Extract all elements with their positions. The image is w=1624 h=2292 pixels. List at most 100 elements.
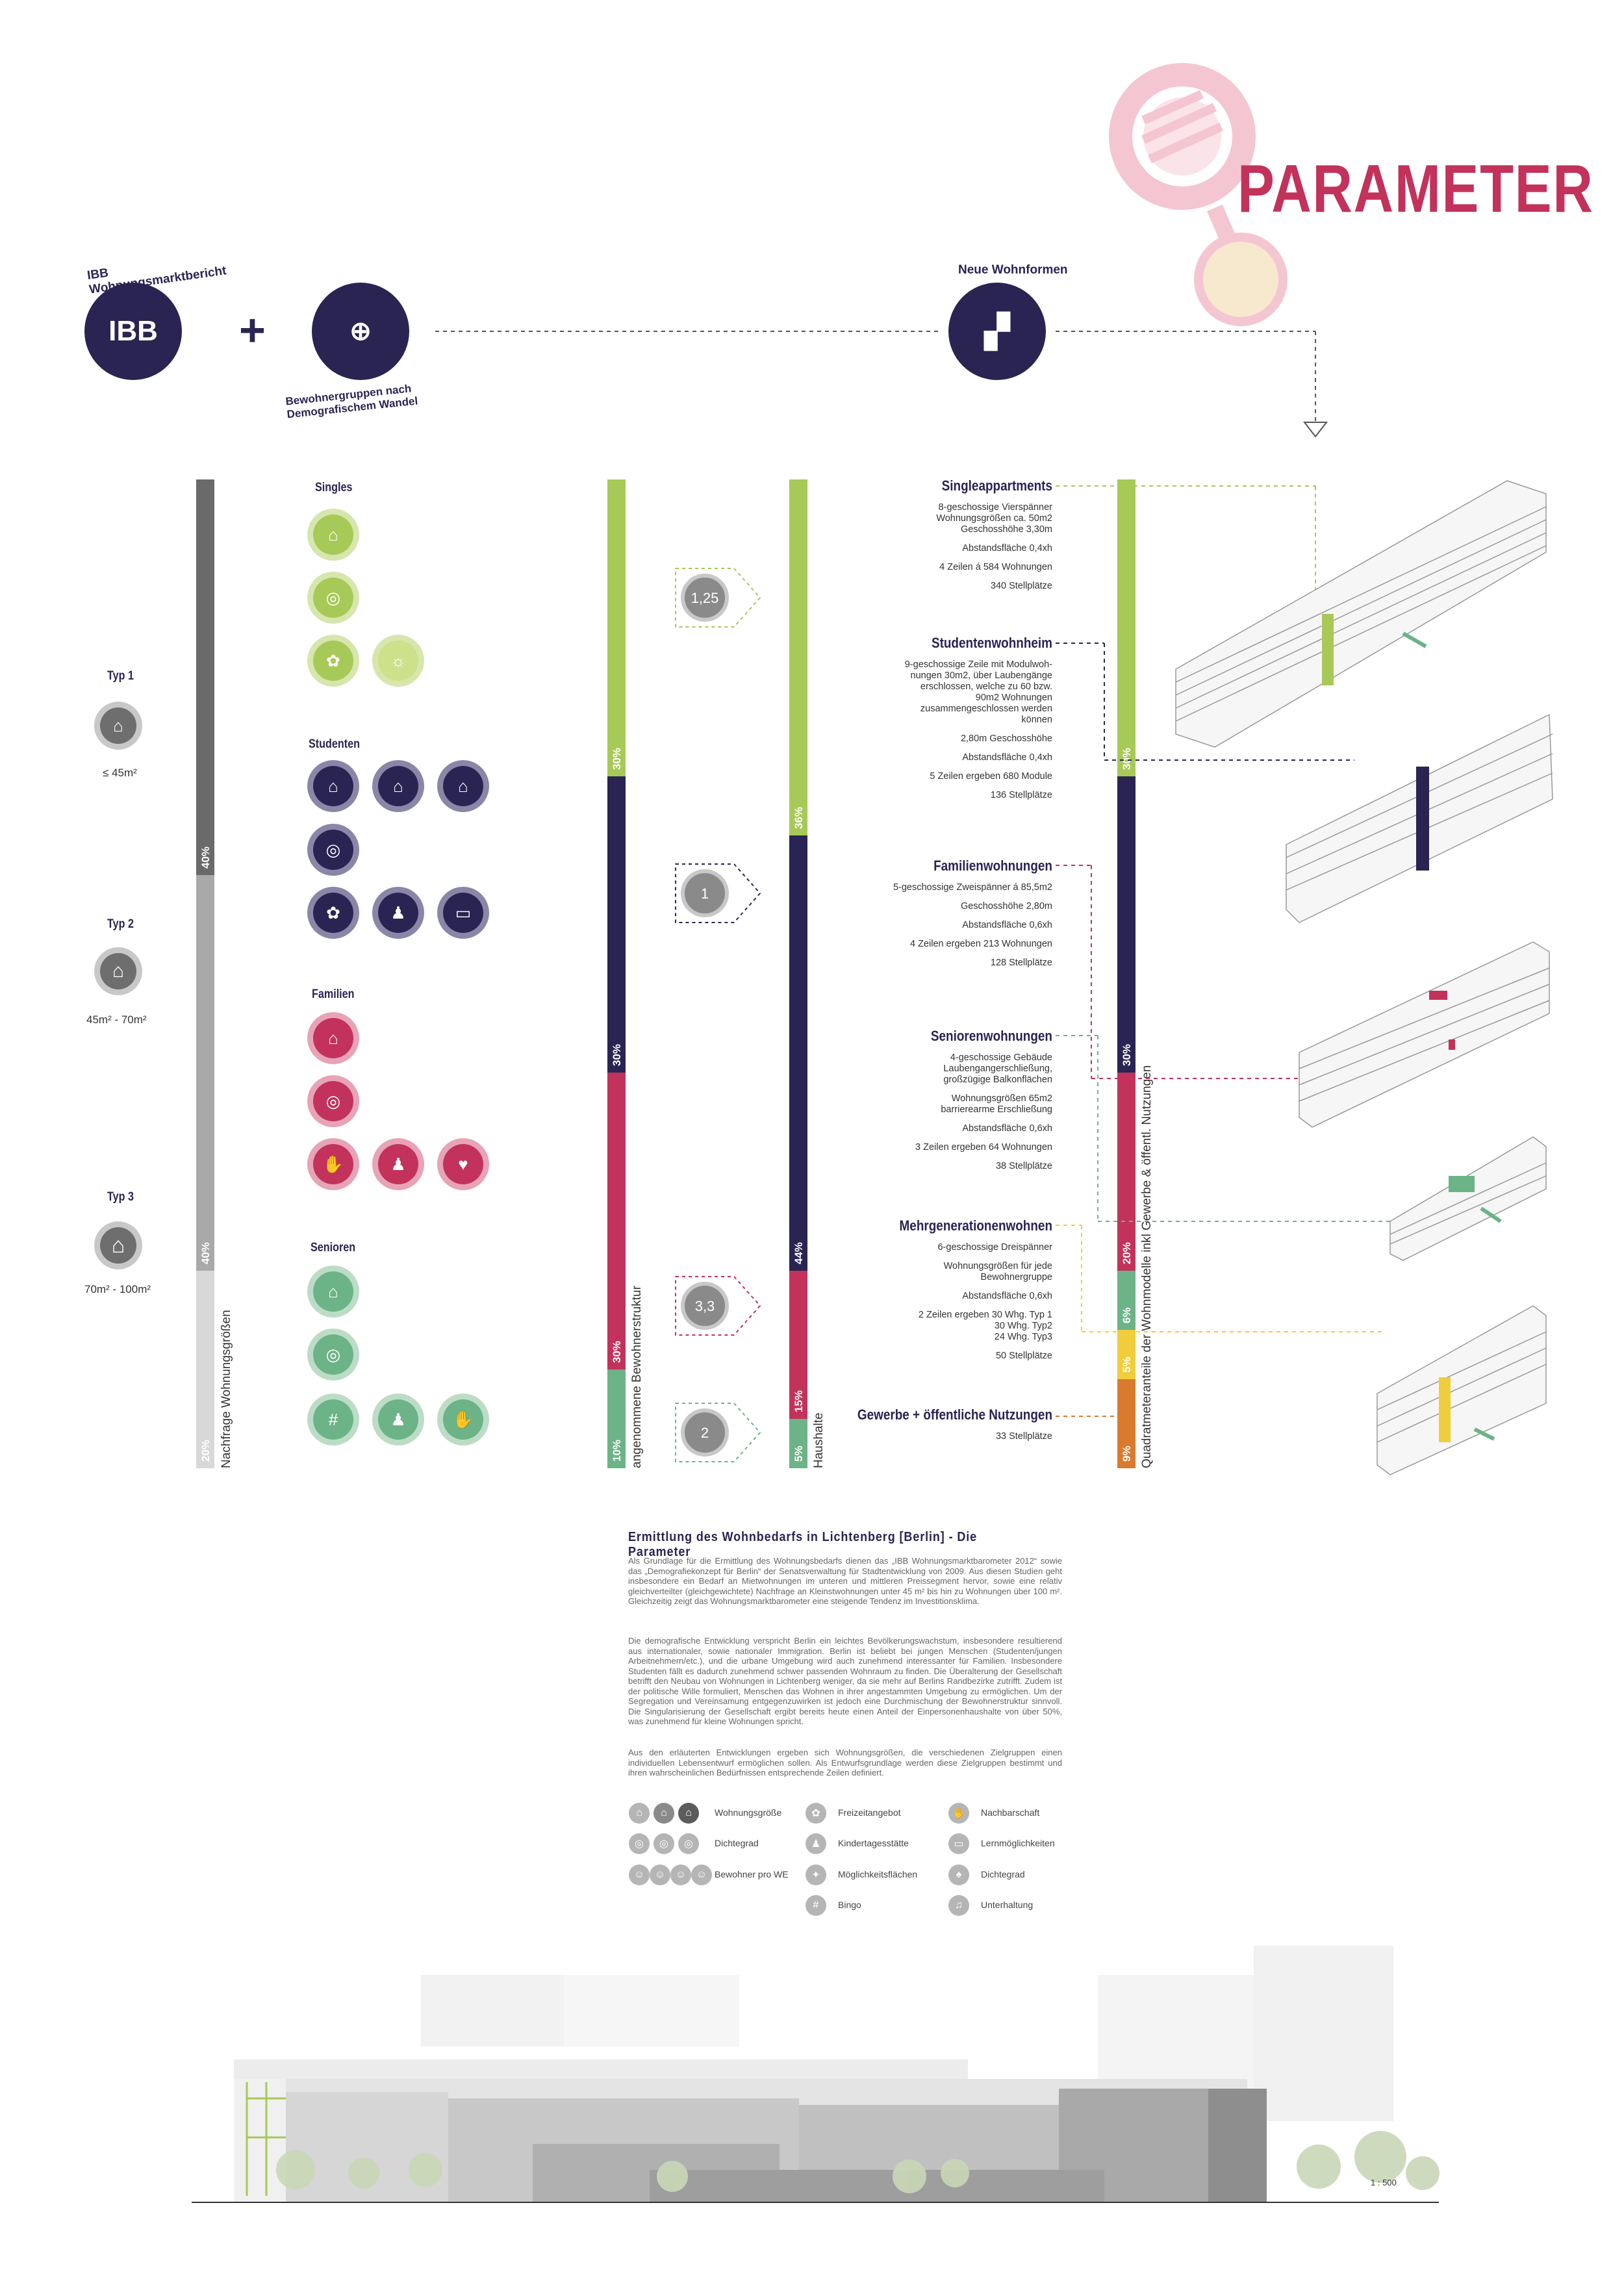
header-connector: [435, 331, 1328, 438]
group-icon-2-1: ◎: [307, 572, 359, 624]
section-1-line-7: 4 Zeilen á 584 Wohnungen: [939, 562, 1052, 572]
bar-haushalte-segment-4: [789, 1418, 807, 1468]
text-paragraph-1: Als Grundlage für die Ermittlung des Woh…: [628, 1556, 1062, 1606]
section-title-6: Gewerbe + öffentliche Nutzungen: [857, 1407, 1052, 1423]
group-icon-glyph: ✿: [313, 893, 353, 933]
bar-bewohnerstruktur-segment-2: [607, 776, 626, 1073]
group-icon-glyph: ♟: [378, 1399, 418, 1440]
section-2-line-10: Abstandsfläche 0,4xh: [962, 752, 1052, 763]
section-4-line-12: 38 Stellplätze: [995, 1161, 1052, 1171]
legend-dichtegrad-2: Dichtegrad: [981, 1869, 1025, 1879]
group-icon-3-1: ✿: [307, 635, 359, 687]
scale-label: 1 : 500: [1371, 2178, 1397, 2187]
bar-haushalte-segment-2: [789, 835, 807, 1271]
section-2-line-4: 90m2 Wohnungen: [975, 693, 1052, 703]
group-icon-7-1: ⌂: [307, 1012, 359, 1064]
section-5-line-4: Bewohnergruppe: [980, 1272, 1052, 1282]
unterhaltung-icon: ♫: [948, 1895, 969, 1916]
group-icon-12-3: ✋: [437, 1394, 489, 1445]
bar-quadratmeter-segment-3: [1117, 1073, 1136, 1271]
bar-wohnungsgroessen-segment-2: [196, 874, 214, 1271]
section-1-line-3: Geschosshöhe 3,30m: [960, 524, 1052, 535]
text-paragraph-2: Die demografische Entwicklung verspricht…: [628, 1636, 1062, 1726]
section-1-line-2: Wohnungsgrößen ca. 50m2: [936, 513, 1052, 524]
group-icon-glyph: ✋: [313, 1144, 353, 1184]
typ1-size: ≤ 45m²: [103, 767, 137, 779]
group-icon-glyph: ◎: [313, 1334, 353, 1375]
text-title: Ermittlung des Wohnbedarfs in Lichtenber…: [628, 1530, 978, 1559]
section-2-line-6: können: [1021, 715, 1052, 725]
bar-bewohnerstruktur-segment-3: [607, 1073, 626, 1369]
typ3-house-icon: ⌂: [94, 1221, 142, 1269]
bar-quadratmeter-segment-6: [1117, 1379, 1136, 1468]
typ2-house-icon: ⌂: [94, 947, 142, 995]
bar-wohnungsgroessen-segment-1: [196, 479, 214, 875]
bingo-icon: #: [806, 1895, 826, 1916]
typ2-title: Typ 2: [107, 917, 134, 931]
legend-bewohner-icon-1: ☺: [629, 1865, 650, 1885]
typ2-size: 45m² - 70m²: [86, 1013, 147, 1026]
factor-label-1: 1,25: [691, 590, 719, 606]
section-5-line-1: 6-geschossige Dreispänner: [937, 1242, 1052, 1253]
group-icon-glyph: #: [313, 1399, 353, 1440]
group-icon-glyph: ⌂: [378, 766, 418, 806]
group-icon-12-1: #: [307, 1394, 359, 1445]
typ1-title: Typ 1: [107, 669, 134, 683]
group-icon-3-2: ☼: [372, 635, 424, 687]
bar-quadratmeter-segment-1: [1117, 479, 1136, 776]
section-title-4: Seniorenwohnungen: [930, 1028, 1052, 1044]
neue-wohnformen-icon: ▞: [948, 283, 1046, 380]
section-2-line-12: 5 Zeilen ergeben 680 Module: [930, 771, 1052, 782]
legend-bewohner-icon-4: ☺: [691, 1865, 712, 1885]
section-3-line-5: Abstandsfläche 0,6xh: [962, 920, 1052, 930]
ibb-label: IBB: [108, 315, 158, 347]
group-icon-glyph: ✿: [313, 641, 353, 681]
bar-quadratmeter-segment-4: [1117, 1270, 1136, 1330]
legend-bingo: Bingo: [838, 1900, 861, 1910]
typ3-title: Typ 3: [107, 1190, 134, 1204]
plus-sign: +: [239, 305, 266, 355]
legend-size-icon-2: ⌂: [653, 1803, 674, 1824]
moeglichkeit-icon: ✦: [806, 1865, 826, 1885]
group-icon-glyph: ▭: [443, 893, 483, 933]
group-icon-4-1: ⌂: [307, 760, 359, 812]
bar-wohnungsgroessen-segment-3: [196, 1270, 214, 1468]
group-icon-glyph: ◎: [313, 1081, 353, 1121]
group-icon-12-2: ♟: [372, 1394, 424, 1445]
group-title-studenten: Studenten: [309, 737, 360, 751]
group-icon-glyph: ⌂: [443, 766, 483, 806]
group-icon-4-2: ⌂: [372, 760, 424, 812]
factor-label-2: 1: [701, 885, 709, 902]
legend-kindertagesstaette: Kindertagesstätte: [838, 1838, 909, 1848]
legend-size-icon-1: ⌂: [629, 1803, 650, 1824]
section-2-line-5: zusammengeschlossen werden: [920, 704, 1052, 714]
demografie-icon: ⊕: [312, 283, 409, 380]
bar-quadratmeter-segment-5: [1117, 1329, 1136, 1379]
text-paragraph-3: Aus den erläuterten Entwicklungen ergebe…: [628, 1748, 1062, 1777]
section-5-line-3: Wohnungsgrößen für jede: [943, 1261, 1052, 1271]
legend-lernmoeglichkeiten: Lernmöglichkeiten: [981, 1838, 1055, 1848]
group-icon-glyph: ♟: [378, 893, 418, 933]
group-title-singles: Singles: [315, 481, 353, 494]
section-3-line-3: Geschosshöhe 2,80m: [960, 901, 1052, 911]
group-icon-1-1: ⌂: [307, 509, 359, 561]
group-icon-glyph: ⌂: [313, 515, 353, 555]
factor-label-4: 2: [701, 1425, 709, 1441]
section-1-line-5: Abstandsfläche 0,4xh: [962, 543, 1052, 554]
section-5-line-9: 30 Whg. Typ2: [994, 1321, 1052, 1331]
section-2-line-14: 136 Stellplätze: [990, 790, 1052, 800]
section-4-line-8: Abstandsfläche 0,6xh: [962, 1123, 1052, 1134]
section-4-line-1: 4-geschossige Gebäude: [950, 1052, 1052, 1063]
group-icon-5-1: ◎: [307, 824, 359, 876]
group-icon-6-1: ✿: [307, 887, 359, 939]
section-3-line-9: 128 Stellplätze: [990, 958, 1052, 968]
section-3-line-7: 4 Zeilen ergeben 213 Wohnungen: [909, 939, 1052, 949]
group-icon-glyph: ⌂: [313, 1018, 353, 1058]
group-icon-glyph: ✋: [443, 1399, 483, 1440]
group-icon-glyph: ☼: [378, 641, 418, 681]
page-title: PARAMETER: [1237, 151, 1594, 227]
section-4-line-6: barrierearme Erschließung: [941, 1104, 1052, 1115]
section-5-line-8: 2 Zeilen ergeben 30 Whg. Typ 1: [918, 1310, 1052, 1320]
